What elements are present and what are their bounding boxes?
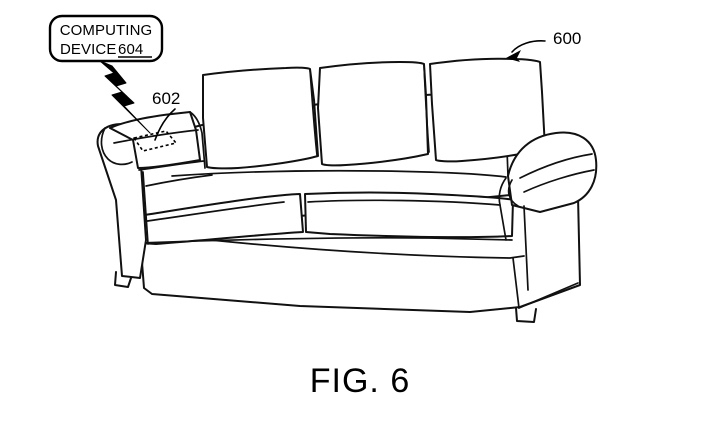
figure-caption: FIG. 6 <box>310 362 410 400</box>
leader-line-602 <box>154 108 176 141</box>
sofa-arm-right-scroll-2 <box>523 169 595 193</box>
lightning-bolt-leader <box>99 60 151 134</box>
sofa-arm-right-scroll-1 <box>519 153 593 179</box>
seat-front-rail <box>139 236 513 244</box>
sofa-arm-right-panel <box>523 205 529 291</box>
sofa-base-right-panel <box>512 257 520 309</box>
sofa-reference-600: 600 <box>506 29 581 62</box>
sofa-foot-right <box>515 307 537 323</box>
sofa-base-right-bevel <box>518 282 579 309</box>
reference-numeral-602: 602 <box>152 89 180 108</box>
back-cushion-seam-middle <box>423 63 430 153</box>
seat-cushion-right <box>304 191 514 239</box>
callout-line-1: COMPUTING <box>60 22 153 39</box>
callout-box-frame <box>48 14 164 63</box>
sofa-arm-right-inner-face <box>498 177 507 241</box>
leader-line-600 <box>511 40 546 53</box>
back-cushion-middle <box>317 61 429 167</box>
sofa-illustration <box>96 57 598 323</box>
callout-line-2-prefix: DEVICE <box>60 41 116 58</box>
sofa-arm-left-inner-face <box>138 160 205 171</box>
arrow-head-600 <box>506 50 521 62</box>
callout-line-2-number: 604 <box>118 41 143 58</box>
sofa-arm-left-top-seam <box>113 129 199 144</box>
seat-cushion-right-crease <box>307 199 501 206</box>
sofa-foot-left <box>114 271 133 288</box>
computing-device-callout: COMPUTING DEVICE 604 <box>48 14 164 134</box>
sofa-back-inner-deck <box>171 169 507 178</box>
computing-device-region-602: 602 <box>133 89 180 152</box>
sofa-arm-left-inner-fold <box>145 174 213 187</box>
back-cushion-seam-left <box>309 69 318 156</box>
reference-numeral-600: 600 <box>553 29 581 48</box>
seat-cushion-left-crease <box>139 201 285 223</box>
sofa-arm-left-back-join <box>189 111 206 169</box>
sofa-arm-left-post <box>142 171 149 245</box>
sofa-arm-left-scroll <box>100 127 133 166</box>
sofa-arm-right-front-roll <box>507 179 519 207</box>
back-cushion-left <box>202 66 319 170</box>
sofa-arm-right <box>507 131 598 213</box>
